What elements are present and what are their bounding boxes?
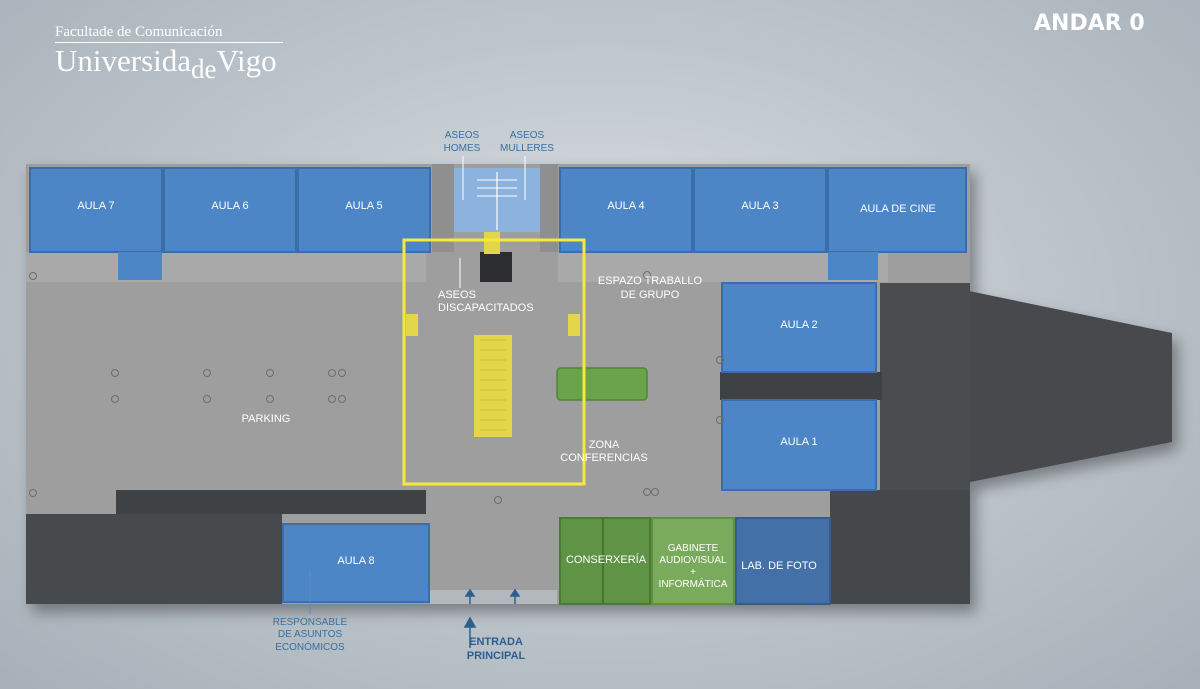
floor-label: ANDAR 0 [1034, 11, 1145, 36]
label-aula-5: AULA 5 [345, 200, 382, 212]
label-zona-1: ZONA [589, 439, 620, 451]
label-aula-1: AULA 1 [780, 436, 817, 448]
room-gabinete-audiovisual[interactable] [651, 517, 735, 605]
room-aula-7[interactable] [29, 167, 163, 253]
room-aula-5[interactable] [297, 167, 431, 253]
room-aula-4[interactable] [559, 167, 693, 253]
label-aseos-homes-2: HOMES [444, 143, 481, 154]
room-aula-8[interactable] [282, 523, 430, 603]
room-aula-de-cine[interactable] [827, 167, 967, 253]
structural-blocks [26, 164, 970, 604]
label-aseos-homes-1: ASEOS [445, 130, 480, 141]
label-entrada-1: ENTRADA [469, 636, 523, 648]
label-aula-6: AULA 6 [211, 200, 248, 212]
room-aula-3[interactable] [693, 167, 827, 253]
logo-part-3: Vigo [216, 43, 277, 78]
label-aseos-disc-2: DISCAPACITADOS [438, 302, 534, 314]
label-responsable-3: ECONÓMICOS [275, 640, 345, 653]
room-conserxeria[interactable] [559, 517, 651, 605]
label-aula-8: AULA 8 [337, 555, 374, 567]
label-gabinete-3: + [690, 567, 696, 578]
label-lab-de-foto: LAB. DE FOTO [741, 560, 817, 572]
room-lab-de-foto[interactable] [735, 517, 831, 605]
room-aula-2[interactable] [721, 282, 877, 373]
label-gabinete-4: INFORMÁTICA [659, 577, 728, 590]
conference-table [556, 367, 648, 401]
room-aula-7-annex [118, 252, 162, 280]
label-espazo-2: DE GRUPO [621, 289, 680, 301]
label-aula-7: AULA 7 [77, 200, 114, 212]
label-conserxeria: CONSERXERÍA [566, 553, 647, 566]
label-aula-de-cine: AULA DE CINE [860, 203, 936, 215]
label-aula-2: AULA 2 [780, 319, 817, 331]
faculty-name: Facultade de Comunicación [55, 24, 223, 40]
room-aula-6[interactable] [163, 167, 297, 253]
label-espazo-1: ESPAZO TRABALLO [598, 275, 703, 287]
toilets-block [454, 168, 540, 282]
columns [29, 271, 724, 504]
label-responsable-2: DE ASUNTOS [278, 629, 343, 640]
room-aula-de-cine-annex [828, 252, 878, 280]
label-entrada-2: PRINCIPAL [467, 650, 526, 662]
label-aseos-mulleres-1: ASEOS [510, 130, 545, 141]
entrance-arrows [463, 588, 521, 648]
logo-part-2: de [191, 54, 217, 84]
label-gabinete-1: GABINETE [668, 543, 719, 554]
label-parking: PARKING [242, 413, 291, 425]
room-aula-1[interactable] [721, 399, 877, 491]
label-aula-3: AULA 3 [741, 200, 778, 212]
label-aseos-disc-1: ASEOS [438, 289, 476, 301]
label-aseos-mulleres-2: MULLERES [500, 143, 554, 154]
logo-part-1: Universida [55, 43, 192, 78]
label-aula-4: AULA 4 [607, 200, 644, 212]
university-logo: UniversidadeVigo [55, 43, 277, 84]
label-responsable-1: RESPONSABLE [273, 617, 348, 628]
highlight-frame [402, 238, 586, 486]
label-zona-2: CONFERENCIAS [560, 452, 647, 464]
stairs [406, 232, 580, 437]
label-gabinete-2: AUDIOVISUAL [659, 555, 727, 566]
logo-rule [55, 42, 283, 43]
service-rooms [556, 367, 735, 605]
classrooms [29, 167, 967, 605]
